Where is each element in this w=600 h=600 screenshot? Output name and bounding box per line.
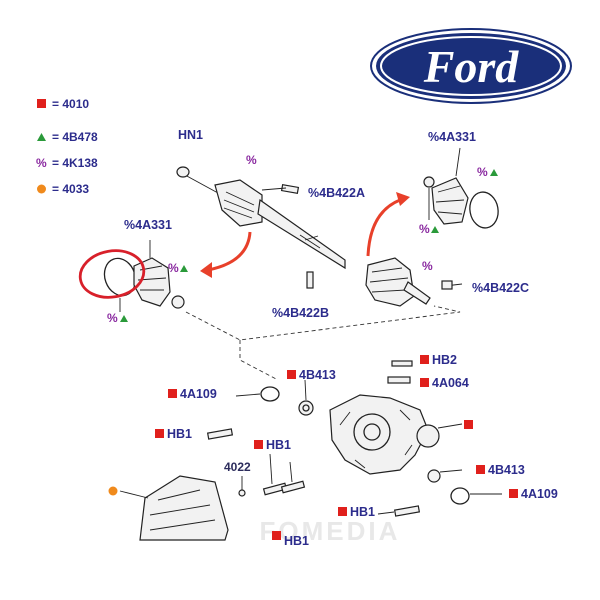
drive-shaft — [176, 166, 463, 307]
callout-markers: % % % % % % — [107, 153, 518, 540]
green-triangle-icon — [490, 169, 498, 176]
orange-circle-icon — [108, 486, 118, 496]
percent-icon: % — [107, 311, 118, 325]
small-components — [206, 360, 502, 517]
seal-4a109-left — [260, 386, 280, 402]
red-square-icon — [254, 440, 263, 449]
outer-cv-joint — [365, 257, 415, 307]
bolt-4a064 — [387, 376, 411, 384]
percent-icon: % — [419, 222, 430, 236]
differential-housing — [329, 394, 463, 475]
output-flange — [416, 424, 440, 448]
label-4a331-right: %4A331 — [428, 130, 476, 144]
legend-item-4b478: = 4B478 — [52, 130, 98, 144]
percent-icon: % — [168, 261, 179, 275]
label-hb1-left: HB1 — [167, 427, 192, 441]
legend-item-4033: = 4033 — [52, 182, 89, 196]
bolt-hb1-bottom — [393, 505, 421, 517]
legend: = 4010 = 4B478 % = 4K138 = 4033 — [36, 97, 98, 196]
red-square-icon — [420, 355, 429, 364]
stub-shaft — [403, 281, 431, 305]
red-square-icon — [155, 429, 164, 438]
label-4022: 4022 — [224, 460, 251, 474]
bearing-4b413-top — [298, 400, 314, 416]
purple-percent-icon: % — [36, 156, 47, 170]
dashed-assembly-line — [185, 305, 461, 341]
green-triangle-icon — [180, 265, 188, 272]
plug-4022 — [238, 489, 246, 497]
label-4b413-right: 4B413 — [488, 463, 525, 477]
bearing-4b413-right — [427, 469, 441, 483]
red-square-icon — [476, 465, 485, 474]
arrow-left — [207, 231, 252, 272]
green-triangle-icon — [37, 133, 46, 141]
red-square-icon — [287, 370, 296, 379]
axle-shaft — [257, 198, 346, 270]
label-4b422c: %4B422C — [472, 281, 529, 295]
label-hn1: HN1 — [178, 128, 203, 142]
percent-icon: % — [477, 165, 488, 179]
legend-item-4010: = 4010 — [52, 97, 89, 111]
green-triangle-icon — [431, 226, 439, 233]
red-arrows — [200, 192, 410, 278]
inner-cv-joint — [214, 179, 263, 227]
label-hb1-mid: HB1 — [266, 438, 291, 452]
ford-logo: Ford — [370, 28, 572, 104]
clip-4b422a — [280, 183, 300, 195]
label-hb2: HB2 — [432, 353, 457, 367]
green-triangle-icon — [120, 315, 128, 322]
left-boot-kit — [78, 240, 185, 312]
label-4a109-right: 4A109 — [521, 487, 558, 501]
label-4b422b: %4B422B — [272, 306, 329, 320]
right-boot-kit — [423, 147, 499, 229]
arrow-right-icon — [396, 192, 410, 206]
percent-icon: % — [246, 153, 257, 167]
label-4a109-left: 4A109 — [180, 387, 217, 401]
legend-item-4k138: = 4K138 — [52, 156, 98, 170]
label-4a331-left: %4A331 — [124, 218, 172, 232]
red-square-icon — [338, 507, 347, 516]
label-4b413-top: 4B413 — [299, 368, 336, 382]
label-hb1-bottom: HB1 — [350, 505, 375, 519]
bolt-hb2 — [391, 360, 413, 367]
rear-cover — [119, 475, 229, 541]
red-square-icon — [464, 420, 473, 429]
label-hb1-cut: HB1 — [284, 534, 309, 548]
label-4a064: 4A064 — [432, 376, 469, 390]
arrow-left-icon — [200, 262, 212, 278]
red-square-icon — [272, 531, 281, 540]
red-square-icon — [420, 378, 429, 387]
red-square-icon — [168, 389, 177, 398]
clip-4b422b — [306, 271, 314, 289]
small-clamp-left — [171, 295, 185, 309]
boot-clamp-right — [469, 191, 499, 229]
highlight-circle — [78, 249, 146, 299]
clip-4b422c — [441, 280, 453, 290]
label-4b422a: %4B422A — [308, 186, 365, 200]
percent-icon: % — [422, 259, 433, 273]
seal-4a109-right — [450, 487, 470, 505]
orange-circle-icon — [37, 184, 46, 194]
bolt-hb1-left — [206, 428, 234, 440]
arrow-right — [366, 198, 401, 257]
red-square-icon — [37, 99, 46, 108]
small-clamp-right — [423, 176, 435, 188]
part-labels: HN1 %4B422A %4A331 %4A331 %4B422B %4B422… — [124, 128, 558, 548]
hn1-nut — [176, 166, 190, 178]
ford-logo-text: Ford — [423, 41, 520, 92]
watermark: FOMEDIA — [260, 516, 401, 546]
red-square-icon — [509, 489, 518, 498]
